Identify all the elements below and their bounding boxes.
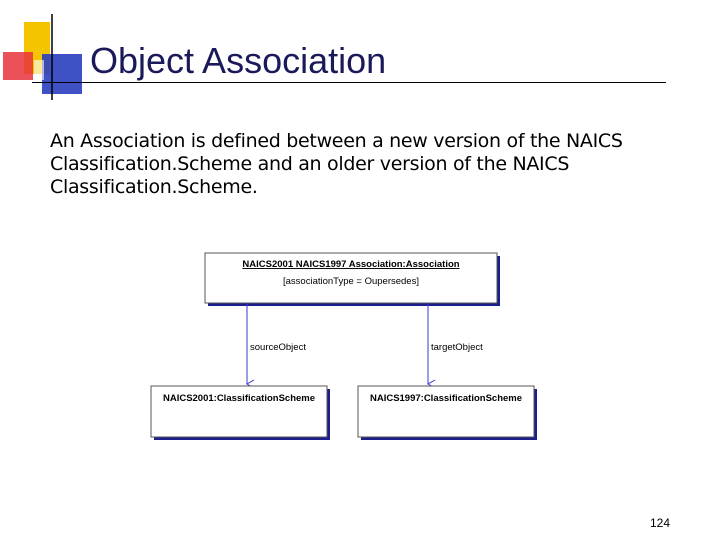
target-object-box-body bbox=[357, 385, 535, 438]
red-block bbox=[3, 52, 33, 80]
source-object-box: NAICS2001:ClassificationScheme bbox=[150, 385, 330, 440]
source-object-box-body bbox=[150, 385, 328, 438]
corner-decoration bbox=[3, 14, 82, 100]
body-text: An Association is defined between a new … bbox=[50, 130, 650, 199]
association-box: NAICS2001 NAICS1997 Association:Associat… bbox=[204, 252, 500, 306]
target-object-label: targetObject bbox=[431, 342, 483, 353]
target-object-name: NAICS1997:ClassificationScheme bbox=[370, 393, 522, 404]
page-number: 124 bbox=[650, 516, 671, 530]
association-box-body bbox=[204, 252, 498, 304]
association-name: NAICS2001 NAICS1997 Association:Associat… bbox=[242, 259, 459, 270]
body-line: Classification.Scheme. bbox=[50, 176, 258, 198]
source-object-label: sourceObject bbox=[250, 342, 306, 353]
target-object-box: NAICS1997:ClassificationScheme bbox=[357, 385, 537, 440]
white-block bbox=[34, 60, 44, 80]
association-attribute: [associationType = Oupersedes] bbox=[283, 276, 419, 287]
title-rule bbox=[32, 82, 666, 83]
blue-block bbox=[42, 54, 82, 94]
body-line: An Association is defined between a new … bbox=[50, 130, 623, 152]
source-object-name: NAICS2001:ClassificationScheme bbox=[163, 393, 315, 404]
body-line: Classification.Scheme and an older versi… bbox=[50, 153, 570, 175]
slide-title: Object Association bbox=[90, 40, 387, 81]
